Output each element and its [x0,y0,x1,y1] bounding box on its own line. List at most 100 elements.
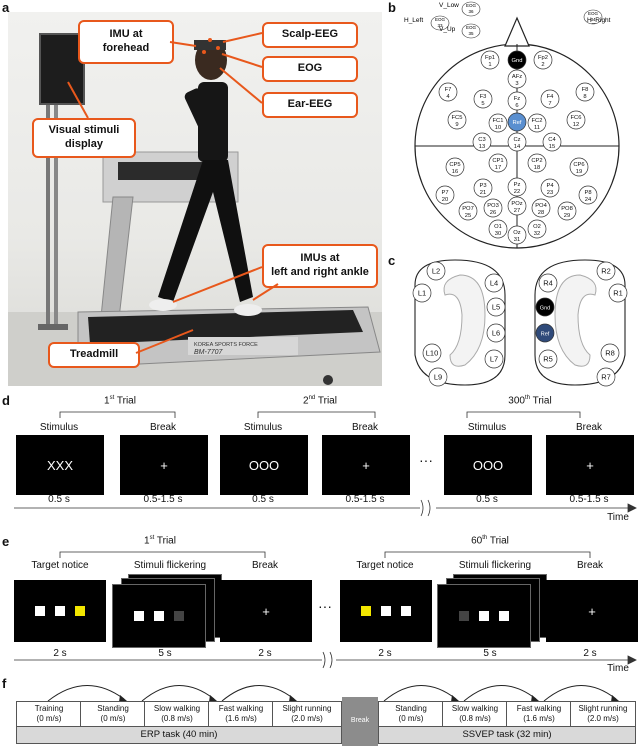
svg-text:O1: O1 [494,224,502,230]
stimulus-square [381,606,391,616]
electrode-f4: F47 [540,89,560,109]
e-label-flicker-1: Stimuli flickering [133,560,207,571]
h-left-label: H_Left [404,17,423,24]
svg-text:CP6: CP6 [573,162,584,168]
svg-text:9: 9 [455,122,458,128]
svg-text:L6: L6 [492,329,500,338]
svg-text:7: 7 [548,101,551,107]
svg-text:FC6: FC6 [571,115,582,121]
right-ear-shape [554,274,597,367]
callout-connectors [67,32,279,354]
e-dur-3: 2 s [258,648,272,659]
panel-f-protocol: Training(0 m/s) Standing(0 m/s) Slow wal… [0,675,640,746]
left-ear-shape [443,274,486,367]
d-screen-xxx: XXX [16,435,104,495]
d-screen-ooo-1: OOO [220,435,308,495]
svg-text:AFz: AFz [512,74,522,80]
svg-text:Ref: Ref [512,120,521,126]
svg-text:R2: R2 [601,267,611,276]
d-dur-4: 0.5-1.5 s [345,494,385,505]
e-trial-1: 1st Trial [144,535,176,547]
ear-electrode-right-ref: Ref [535,323,555,343]
svg-text:12: 12 [573,122,579,128]
svg-text:4: 4 [446,94,450,100]
svg-text:O2: O2 [533,224,541,230]
svg-text:11: 11 [534,125,540,131]
svg-text:PO4: PO4 [535,203,547,209]
svg-text:13: 13 [479,144,485,150]
stimulus-square [55,606,65,616]
d-screen-cross-2: + [322,435,410,495]
f-step-slow-walking-2: Slow walking(0.8 m/s) [442,701,508,727]
svg-text:35: 35 [468,31,474,36]
electrode-ref: Ref [507,112,527,132]
svg-text:R8: R8 [605,349,615,358]
svg-text:L7: L7 [490,355,498,364]
e-screen-target-2 [340,580,432,642]
svg-text:6: 6 [515,103,518,109]
f-step-training: Training(0 m/s) [16,701,82,727]
svg-text:18: 18 [534,165,540,171]
svg-text:F8: F8 [582,87,589,93]
d-label-break-3: Break [575,422,603,433]
svg-text:FC2: FC2 [532,118,543,124]
svg-text:R7: R7 [601,373,611,382]
f-step-fast-walking-1: Fast walking(1.6 m/s) [208,701,274,727]
panel-e-lines [14,551,637,669]
d-trial-300: 300th Trial [508,395,552,407]
e-screen-flicker-front-1 [112,584,206,648]
ear-electrode-left-l6: L6 [486,323,506,343]
svg-text:3: 3 [515,81,518,87]
svg-text:Fz: Fz [514,96,521,102]
svg-text:17: 17 [495,165,501,171]
ear-electrode-right-gnd: Gnd [535,297,555,317]
svg-text:36: 36 [468,9,474,14]
svg-text:L5: L5 [492,303,500,312]
electrode-fz: Fz6 [507,91,527,111]
panel-letter-e: e [2,534,10,549]
f-step-slight-running-2: Slight running(2.0 m/s) [570,701,636,727]
d-label-stimulus-2: Stimulus [243,422,283,433]
e-label-break-2: Break [576,560,604,571]
panel-letter-f: f [2,676,7,691]
d-screen-ooo-2: OOO [444,435,532,495]
stimulus-square [401,606,411,616]
d-label-break-2: Break [351,422,379,433]
svg-text:32: 32 [534,231,540,237]
d-ellipsis: ··· [419,452,433,468]
e-label-break-1: Break [251,560,279,571]
stimulus-square [479,611,489,621]
treadmill-model: BM-7707 [194,349,224,356]
svg-text:19: 19 [576,169,582,175]
svg-text:31: 31 [514,237,520,243]
d-time-label: Time [607,512,629,523]
svg-text:14: 14 [514,144,521,150]
svg-text:POz: POz [511,201,522,207]
ear-electrode-right-r5: R5 [538,349,558,369]
svg-text:15: 15 [549,144,555,150]
callout-treadmill: Treadmill [48,342,140,368]
svg-text:24: 24 [585,197,592,203]
d-label-stimulus-1: Stimulus [39,422,79,433]
e-screen-target-1 [14,580,106,642]
svg-text:Ref: Ref [541,332,550,338]
d-dur-6: 0.5-1.5 s [569,494,609,505]
svg-text:V_Up: V_Up [439,26,456,33]
panel-e-ssvep-paradigm: 1st Trial 60th Trial Target notice Stimu… [0,530,640,675]
ear-electrode-right-r4: R4 [538,273,558,293]
svg-text:F4: F4 [547,94,555,100]
svg-text:25: 25 [465,213,471,219]
